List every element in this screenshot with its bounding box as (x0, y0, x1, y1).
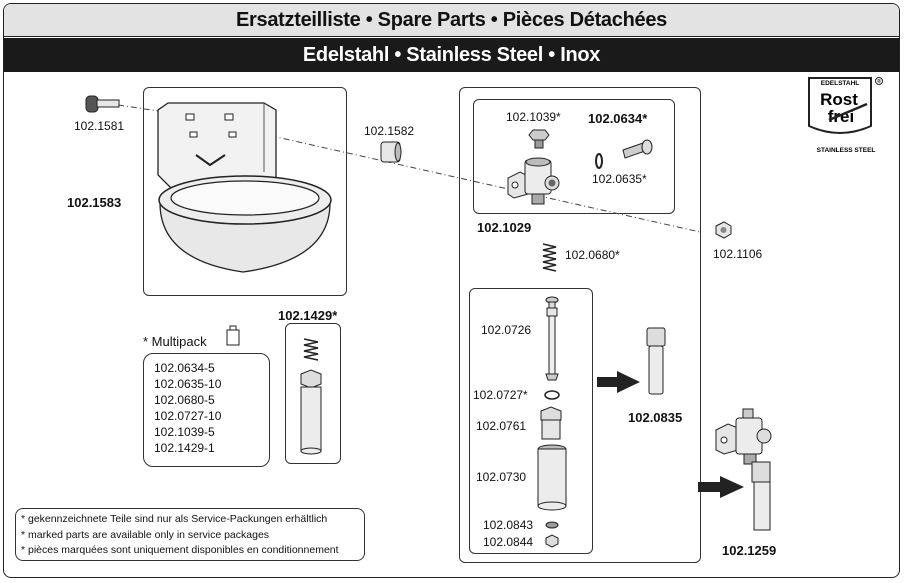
valve-body-icon (507, 157, 560, 205)
subtitle-bar: Edelstahl • Stainless Steel • Inox (4, 38, 899, 72)
footnote-de: * gekennzeichnete Teile sind nur als Ser… (21, 513, 328, 525)
valve-stem-icon (545, 296, 559, 381)
label-102-1582: 102.1582 (364, 124, 415, 138)
valve-assembly-box (459, 87, 701, 563)
spacer-sleeve-icon (380, 141, 402, 163)
label-102-0680: 102.0680* (565, 248, 620, 262)
label-102-0835: 102.0835 (628, 410, 683, 425)
label-102-0635: 102.0635* (592, 172, 647, 186)
valve-sleeve-icon (537, 444, 567, 511)
page-title: Ersatzteilliste • Spare Parts • Pièces D… (236, 8, 667, 31)
screw-icon (85, 95, 120, 113)
valve-insert-icon (646, 327, 666, 395)
page-subtitle: Edelstahl • Stainless Steel • Inox (302, 43, 601, 66)
svg-text:®: ® (877, 78, 881, 85)
rostfrei-logo: EDELSTAHL Rost frei ® STAINLESS STEEL (805, 74, 887, 156)
arrow-right-icon (597, 371, 640, 393)
footnote-box: * gekennzeichnete Teile sind nur als Ser… (15, 508, 365, 561)
adjusting-screw-icon (622, 139, 653, 159)
label-102-0761: 102.0761 (476, 419, 527, 433)
bowl-box (143, 87, 347, 296)
label-102-1429: 102.1429* (278, 308, 338, 323)
washer-icon (544, 390, 560, 400)
label-102-1583: 102.1583 (67, 195, 122, 210)
list-item: 102.0680-5 (154, 393, 215, 407)
hex-nut-icon (715, 221, 732, 239)
label-102-0726: 102.0726 (481, 323, 532, 337)
label-102-0727: 102.0727* (473, 388, 528, 402)
list-item: 102.0727-10 (154, 409, 222, 423)
label-102-1029: 102.1029 (477, 220, 532, 235)
multipack-label: * Multipack (143, 334, 207, 349)
multipack-list: 102.0634-5 102.0635-10 102.0680-5 102.07… (143, 353, 270, 467)
plug-screw-icon (528, 129, 550, 149)
spring-icon (542, 242, 557, 272)
label-102-0844: 102.0844 (483, 535, 534, 549)
valve-head-box (473, 99, 675, 214)
svg-text:Rost: Rost (820, 90, 858, 109)
footnote-en: * marked parts are available only in ser… (21, 528, 270, 541)
list-item: 102.1429-1 (154, 441, 215, 455)
footnote-fr: * pièces marquées sont uniquement dispon… (21, 544, 339, 556)
o-ring-icon (595, 153, 603, 169)
label-102-1039: 102.1039* (506, 110, 561, 124)
drinking-bowl-icon (157, 102, 332, 273)
sheet-frame: Ersatzteilliste • Spare Parts • Pièces D… (3, 3, 900, 578)
valve-stem-box (469, 288, 593, 554)
svg-text:STAINLESS STEEL: STAINLESS STEEL (817, 147, 876, 154)
label-102-0730: 102.0730 (476, 470, 527, 484)
label-102-1259: 102.1259 (722, 543, 777, 558)
cap-nut-icon (545, 534, 559, 548)
label-102-0843: 102.0843 (483, 518, 534, 532)
label-102-1106: 102.1106 (713, 247, 763, 261)
seal-icon (545, 521, 559, 529)
label-102-0634: 102.0634* (588, 111, 648, 126)
title-bar: Ersatzteilliste • Spare Parts • Pièces D… (4, 4, 899, 37)
label-102-1581: 102.1581 (74, 119, 125, 133)
spring-kit-icon (300, 338, 322, 455)
list-item: 102.0634-5 (154, 361, 215, 375)
spring-kit-box (285, 323, 341, 464)
list-item: 102.1039-5 (154, 425, 215, 439)
list-item: 102.0635-10 (154, 377, 222, 391)
complete-valve-icon (715, 408, 772, 531)
package-icon (226, 325, 240, 346)
svg-text:EDELSTAHL: EDELSTAHL (821, 80, 860, 87)
arrow-right-icon (698, 476, 744, 498)
union-nut-icon (540, 406, 562, 440)
